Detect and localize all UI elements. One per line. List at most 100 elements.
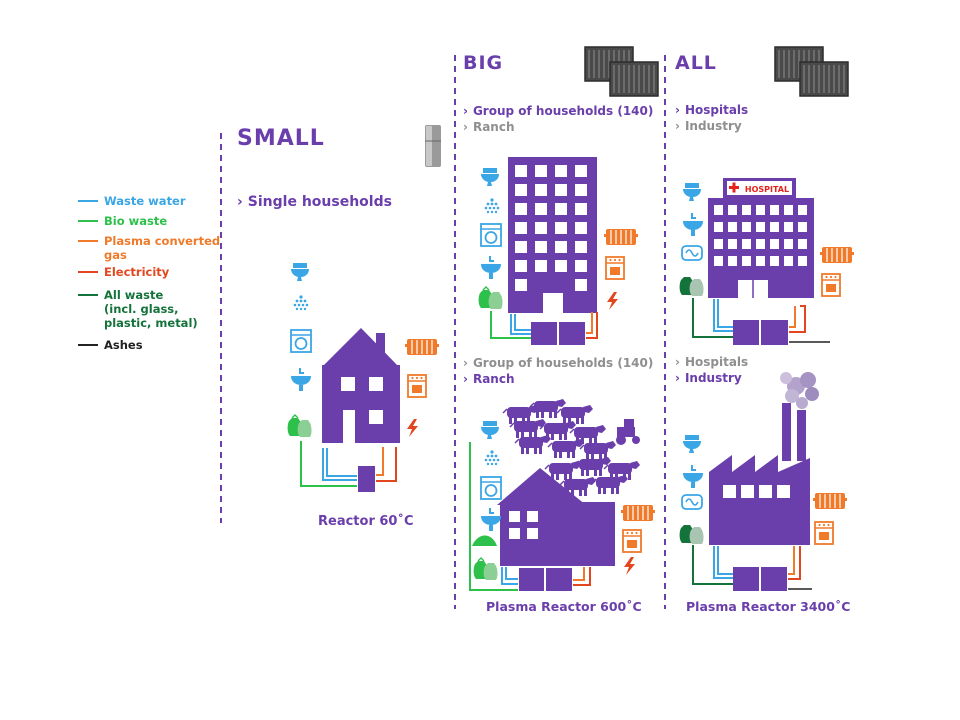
all-title: ALL — [675, 52, 717, 74]
toilet-icon — [683, 435, 701, 453]
all-bottom-item2-label: Industry — [684, 371, 742, 385]
building-window — [535, 165, 547, 177]
all-top-item2-label: Industry — [684, 119, 742, 133]
all-bottom-item1-label: Hospitals — [684, 355, 749, 369]
big-bottom-item1: ›Group of households (140) — [463, 356, 654, 370]
building-window — [798, 222, 807, 232]
factory-icon — [709, 403, 810, 545]
sink-icon — [480, 255, 502, 280]
legend-label: All waste (incl. glass, plastic, metal) — [104, 288, 198, 330]
shipping-container-icon — [774, 46, 849, 97]
legend-label: Plasma converted gas — [104, 234, 221, 262]
legend-item-waste-water: Waste water — [78, 194, 186, 208]
small-caption: Reactor 60˚C — [318, 514, 414, 529]
building-window — [714, 222, 723, 232]
building-window — [784, 239, 793, 249]
sink-icon — [480, 507, 502, 532]
legend-label: Electricity — [104, 265, 170, 279]
plasma-reactor-icon — [733, 567, 787, 591]
building-window — [515, 203, 527, 215]
big-bottom-item1-label: Group of households (140) — [472, 356, 654, 370]
manure-icon — [472, 535, 497, 546]
all-bottom-item2: ›Industry — [675, 371, 742, 385]
building-window — [770, 222, 779, 232]
single-house-icon — [322, 328, 400, 443]
toilet-icon — [481, 421, 499, 439]
legend-item-all-waste: All waste (incl. glass, plastic, metal) — [78, 288, 198, 330]
building-window — [575, 165, 587, 177]
legend-label: Waste water — [104, 194, 186, 208]
building-window — [784, 256, 793, 266]
waste-water-wave-icon — [681, 494, 703, 510]
building-window — [728, 205, 737, 215]
building-window — [756, 256, 765, 266]
farm-house-icon — [497, 468, 615, 566]
big-bottom-item2-label: Ranch — [472, 372, 515, 386]
small-pipes — [300, 441, 397, 487]
legend-item-ashes: Ashes — [78, 338, 143, 352]
stove-icon — [814, 521, 834, 545]
smoke-icon — [780, 372, 819, 409]
building-window — [756, 222, 765, 232]
all-top-item1: ›Hospitals — [675, 103, 749, 117]
legend-item-electricity: Electricity — [78, 265, 169, 279]
building-window — [714, 239, 723, 249]
stove-icon — [622, 529, 642, 553]
building-window — [728, 222, 737, 232]
all-waste-bags-icon — [679, 277, 704, 296]
toilet-icon — [683, 183, 701, 201]
big-title: BIG — [463, 52, 504, 74]
legend-label: Ashes — [104, 338, 143, 352]
bio-waste-bags-icon — [477, 286, 504, 310]
building-window — [575, 222, 587, 234]
big-bottom-item2: ›Ranch — [463, 372, 515, 386]
radiator-icon — [812, 492, 848, 510]
building-window — [555, 165, 567, 177]
building-window — [575, 260, 587, 272]
legend-swatch — [78, 200, 98, 202]
building-window — [555, 184, 567, 196]
big-top-item1-label: Group of households (140) — [472, 104, 654, 118]
big-caption: Plasma Reactor 600˚C — [486, 599, 642, 614]
building-window — [770, 205, 779, 215]
fridge-icon — [425, 125, 441, 167]
building-window — [535, 241, 547, 253]
plasma-reactor-icon — [733, 320, 788, 345]
hospital-sign: HOSPITAL — [745, 185, 789, 194]
building-window — [742, 256, 751, 266]
building-window — [515, 260, 527, 272]
all-bottom-pipes — [692, 545, 812, 590]
stove-icon — [407, 374, 427, 398]
building-window — [798, 205, 807, 215]
radiator-icon — [603, 228, 639, 246]
building-window — [575, 279, 587, 291]
legend-swatch — [78, 240, 98, 242]
cattle-herd-icon — [502, 398, 641, 497]
building-window — [555, 222, 567, 234]
building-window — [515, 241, 527, 253]
stove-icon — [605, 256, 625, 280]
building-window — [742, 222, 751, 232]
small-title: SMALL — [237, 126, 325, 151]
building-window — [535, 222, 547, 234]
all-bottom-item1: ›Hospitals — [675, 355, 749, 369]
building-window — [784, 222, 793, 232]
building-window — [728, 256, 737, 266]
sink-icon — [290, 367, 312, 392]
all-waste-bags-icon — [679, 525, 704, 544]
apartment-building-icon — [508, 157, 597, 313]
all-top-pipes — [692, 298, 830, 343]
building-window — [535, 184, 547, 196]
building-window — [515, 279, 527, 291]
sink-icon — [682, 464, 704, 489]
all-top-item1-label: Hospitals — [684, 103, 749, 117]
electricity-bolt-icon — [607, 292, 618, 310]
toilet-icon — [481, 168, 499, 186]
building-window — [784, 205, 793, 215]
building-window — [714, 256, 723, 266]
reactor-icon — [358, 466, 375, 492]
building-window — [770, 239, 779, 249]
building-window — [798, 239, 807, 249]
legend-item-plasma-gas: Plasma converted gas — [78, 234, 220, 262]
hospital-building-icon — [708, 178, 814, 298]
